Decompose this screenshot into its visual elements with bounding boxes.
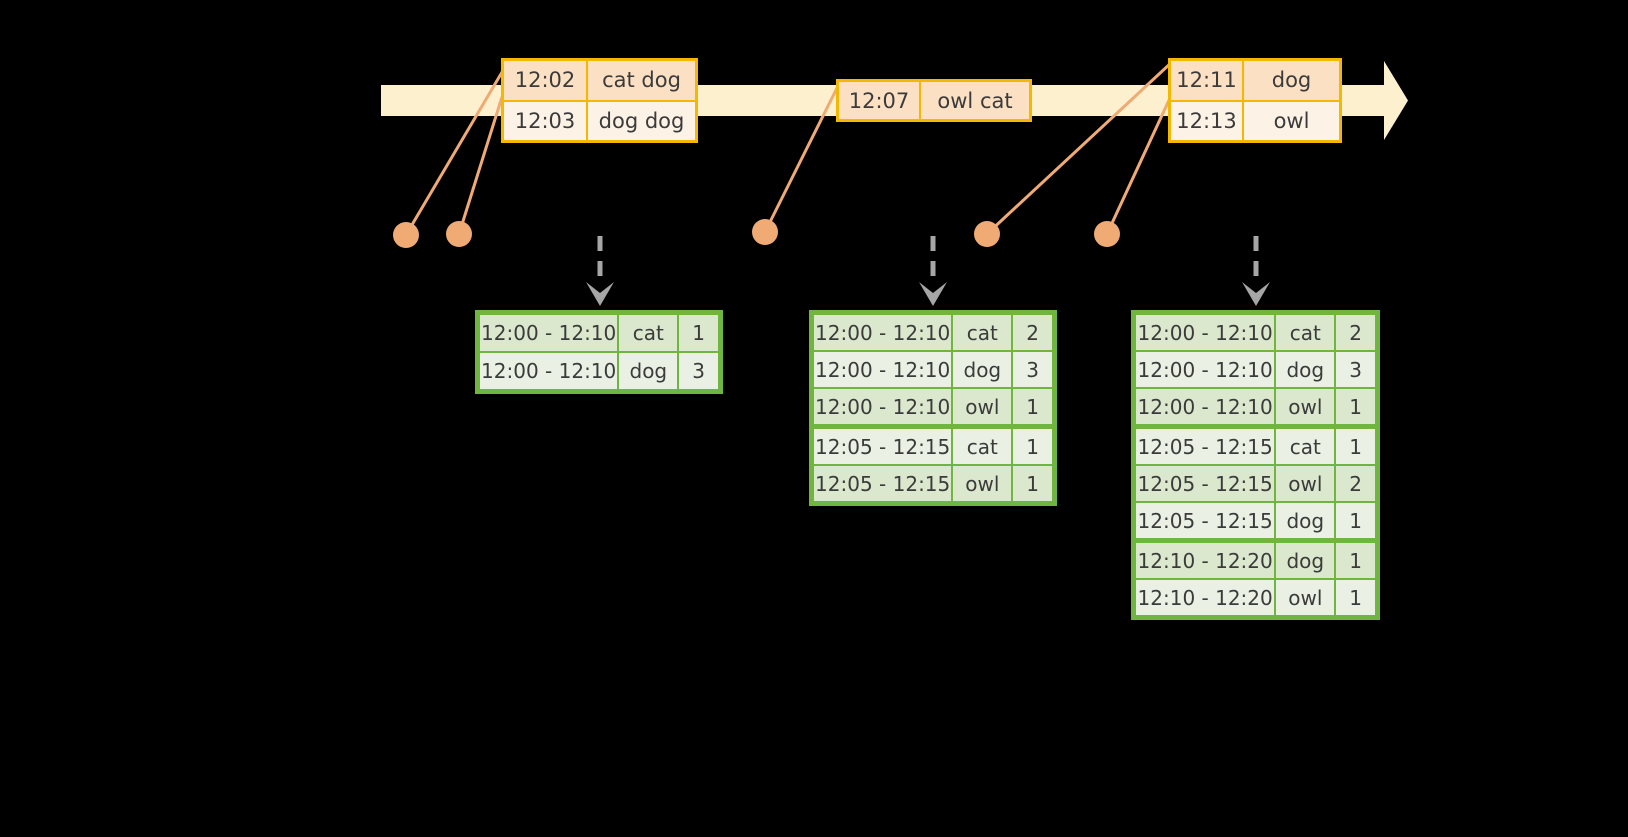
event-time: 12:02 [504,61,588,100]
count-cell: 2 [1335,314,1377,351]
key-cell: cat [1275,428,1336,465]
timeline-arrow-head-shape [1368,61,1408,140]
event-row: 12:13 owl [1171,99,1339,140]
event-row: 12:11 dog [1171,61,1339,100]
event-time: 12:11 [1171,61,1244,100]
event-box-1[interactable]: 12:02 cat dog 12:03 dog dog [501,58,698,143]
connector-line [1105,97,1172,235]
count-cell: 2 [1012,314,1053,351]
count-cell: 3 [1012,351,1053,388]
event-time: 12:07 [839,82,921,119]
window-cell: 12:05 - 12:15 [813,465,953,502]
event-time: 12:13 [1171,101,1244,140]
event-value: dog [1244,61,1339,100]
window-cell: 12:00 - 12:10 [1135,388,1276,425]
count-cell: 1 [1335,388,1377,425]
key-cell: dog [1275,502,1336,539]
event-value: owl cat [921,82,1029,119]
count-cell: 1 [1012,388,1053,425]
count-cell: 3 [1335,351,1377,388]
connector-line [457,96,504,235]
event-value: owl [1244,101,1339,140]
connector-dot [752,219,778,245]
key-cell: owl [1275,579,1336,616]
flow-arrow-head [586,282,614,306]
key-cell: dog [1275,351,1336,388]
window-cell: 12:00 - 12:10 [1135,314,1276,351]
connector-dot [1094,221,1120,247]
window-cell: 12:05 - 12:15 [1135,465,1276,502]
count-cell: 3 [678,352,719,390]
event-value: dog dog [588,101,695,140]
event-row: 12:02 cat dog [504,61,695,100]
key-cell: cat [618,314,679,352]
event-box-3[interactable]: 12:11 dog 12:13 owl [1168,58,1342,143]
count-cell: 1 [1335,428,1377,465]
key-cell: owl [1275,465,1336,502]
window-cell: 12:05 - 12:15 [813,428,953,465]
count-cell: 1 [1335,502,1377,539]
key-cell: dog [1275,542,1336,579]
key-cell: owl [1275,388,1336,425]
event-box-2[interactable]: 12:07 owl cat [836,79,1032,122]
connector-dot [446,221,472,247]
window-cell: 12:00 - 12:10 [813,314,953,351]
key-cell: cat [1275,314,1336,351]
event-row: 12:07 owl cat [839,82,1029,119]
event-value: cat dog [588,61,695,100]
count-cell: 2 [1335,465,1377,502]
key-cell: cat [952,314,1013,351]
count-cell: 1 [1335,542,1377,579]
window-cell: 12:00 - 12:10 [813,351,953,388]
count-cell: 1 [678,314,719,352]
window-cell: 12:00 - 12:10 [813,388,953,425]
count-cell: 1 [1012,465,1053,502]
count-cell: 1 [1012,428,1053,465]
window-cell: 12:00 - 12:10 [479,352,619,390]
window-cell: 12:05 - 12:15 [1135,428,1276,465]
connector-dot [393,222,419,248]
window-cell: 12:05 - 12:15 [1135,502,1276,539]
event-time: 12:03 [504,101,588,140]
flow-arrow-head [1242,282,1270,306]
key-cell: owl [952,388,1013,425]
window-cell: 12:10 - 12:20 [1135,542,1276,579]
event-row: 12:03 dog dog [504,99,695,140]
key-cell: dog [618,352,679,390]
window-cell: 12:00 - 12:10 [479,314,619,352]
connector-dot [974,221,1000,247]
flow-arrow-head [919,282,947,306]
window-cell: 12:10 - 12:20 [1135,579,1276,616]
timeline-arrow-head [1368,61,1408,140]
connector-dots [393,219,1120,248]
count-cell: 1 [1335,579,1377,616]
flow-arrows [586,236,1270,306]
window-cell: 12:00 - 12:10 [1135,351,1276,388]
key-cell: cat [952,428,1013,465]
key-cell: owl [952,465,1013,502]
key-cell: dog [952,351,1013,388]
